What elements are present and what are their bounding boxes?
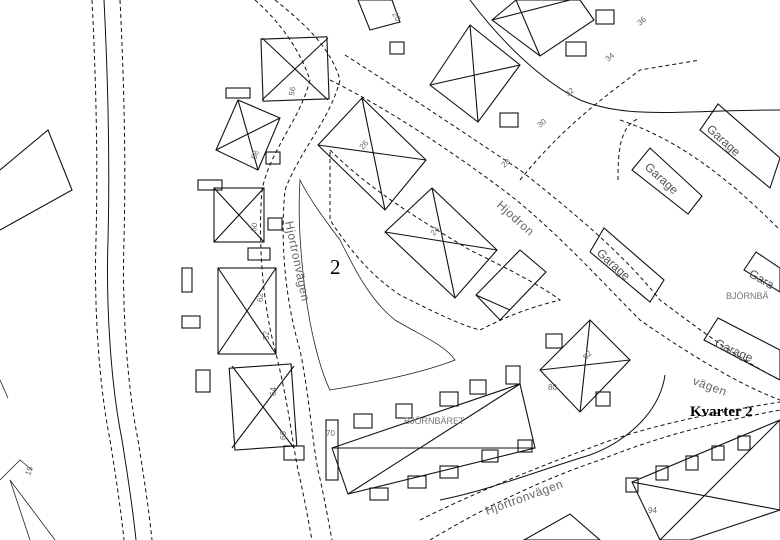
house-number: 52 <box>262 331 271 340</box>
road-hjodron <box>329 0 780 401</box>
street-label-hjodron: Hjodron <box>494 198 537 239</box>
house-number: 20 <box>390 11 403 24</box>
area-label-bjornbar: BJÖRNBÄ <box>726 291 769 301</box>
house-number: 58 <box>249 149 261 161</box>
house-number: 15 <box>23 465 35 477</box>
house-number: 56 <box>287 85 298 96</box>
garage-label: Garage <box>704 122 743 159</box>
building-bjornbaret <box>325 365 536 501</box>
house-82 <box>539 319 631 413</box>
house-number: 30 <box>536 117 549 130</box>
house-number: 94 <box>648 506 657 515</box>
street-label-hjortronvagen-vertical: Hjortronvägen <box>282 220 313 303</box>
building-bottom-mid <box>522 513 601 540</box>
building-bottom-right <box>625 419 780 540</box>
garages <box>519 59 780 381</box>
house-number: 28 <box>500 157 513 170</box>
house-number: 62 <box>256 293 265 302</box>
bottom-left-lines <box>0 379 56 540</box>
house-number: 32 <box>564 86 577 99</box>
garage-label: Garage <box>642 160 681 197</box>
houses-west-row <box>181 36 330 461</box>
street-label-hjortronvagen-bottom: Hjortronvägen <box>483 477 565 518</box>
house-number: 34 <box>604 51 617 64</box>
block-number-label: 2 <box>330 255 341 279</box>
kvarter-label: Kvarter 2 <box>690 404 753 420</box>
house-number: 36 <box>636 15 649 28</box>
block-2-plot <box>298 148 562 391</box>
house-number: 70 <box>326 429 335 438</box>
house-number: 26 <box>358 138 371 151</box>
house-number: 80 <box>548 383 557 392</box>
house-number: 60 <box>249 221 260 232</box>
building-top-left <box>0 129 73 231</box>
garage-label: Garage <box>713 336 756 365</box>
street-label-vagen: vägen <box>691 374 729 399</box>
house-number: 82 <box>581 348 594 361</box>
house-number: 64 <box>269 387 278 396</box>
garage-label-cut: Gara <box>747 266 777 292</box>
houses-top <box>317 0 615 321</box>
house-number: 66 <box>279 431 288 440</box>
road-bottom <box>419 374 780 540</box>
labels: 2 Kvarter 2 Hjortronvägen Hjortronvägen … <box>23 11 776 518</box>
garage-label: Garage <box>594 246 633 283</box>
road-hjortronvagen <box>254 0 341 540</box>
area-label-bjornbaret: BJÖRNBÄRET <box>404 416 465 426</box>
road-left <box>91 0 153 540</box>
